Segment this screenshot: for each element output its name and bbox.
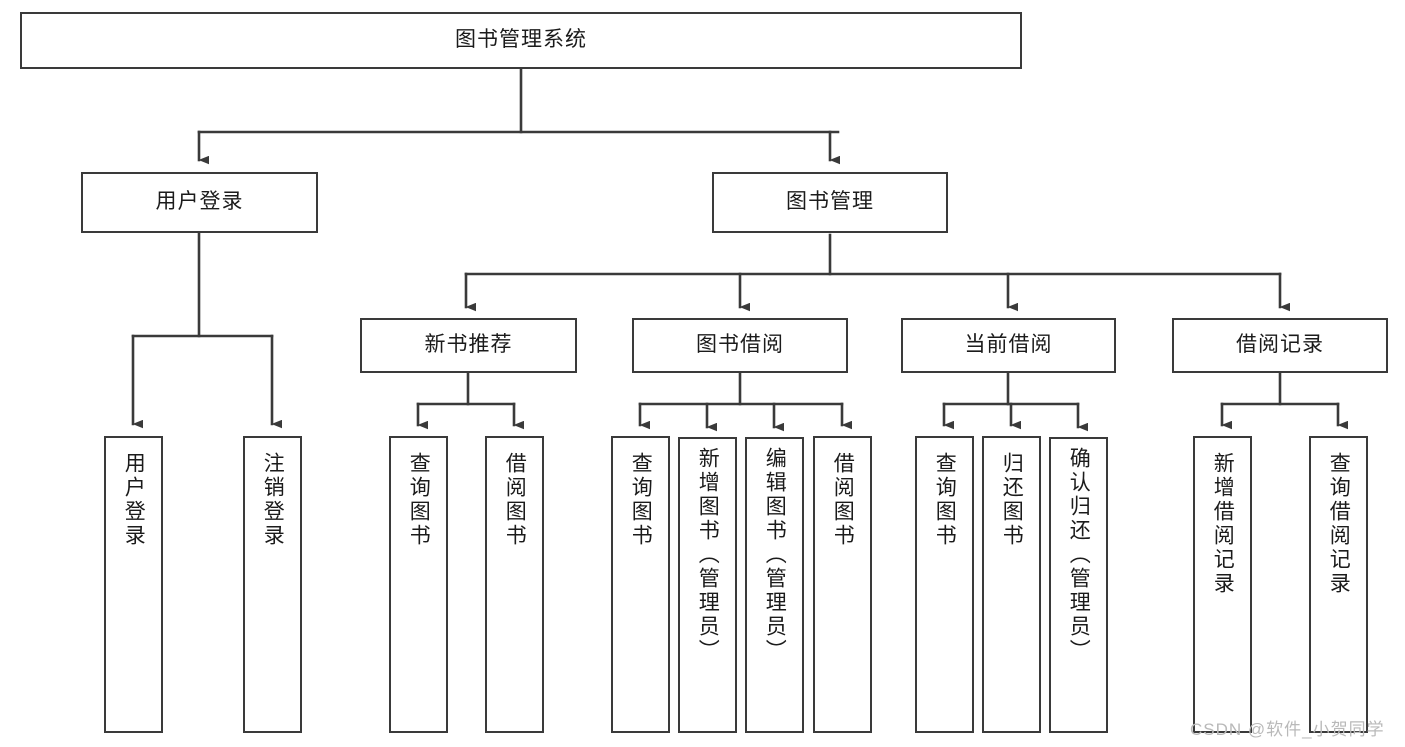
node-label: 用户登录	[155, 190, 244, 214]
leaf-user-login-signin[interactable]: 用户登录	[104, 436, 163, 733]
node-label: 查询图书	[933, 452, 957, 548]
node-label: 借阅图书	[503, 452, 527, 548]
node-current-borrow[interactable]: 当前借阅	[901, 318, 1116, 373]
node-label: 图书借阅	[696, 333, 784, 357]
node-root-system[interactable]: 图书管理系统	[20, 12, 1022, 69]
node-label: 用户登录	[122, 452, 146, 548]
node-label: 查询图书	[629, 452, 653, 548]
node-user-login[interactable]: 用户登录	[81, 172, 318, 233]
leaf-current-confirm-return-admin[interactable]: 确认归还（管理员）	[1049, 437, 1108, 733]
node-label: 确认归还（管理员）	[1067, 447, 1091, 663]
leaf-recommend-borrow-book[interactable]: 借阅图书	[485, 436, 544, 733]
node-label: 借阅图书	[831, 452, 855, 548]
leaf-borrow-query-book[interactable]: 查询图书	[611, 436, 670, 733]
leaf-record-add-record[interactable]: 新增借阅记录	[1193, 436, 1252, 733]
node-label: 归还图书	[1000, 452, 1024, 548]
node-label: 图书管理	[786, 190, 874, 214]
watermark-text: CSDN @软件_小贺同学	[1190, 720, 1385, 739]
node-new-book-recommend[interactable]: 新书推荐	[360, 318, 577, 373]
node-label: 图书管理系统	[455, 28, 587, 52]
leaf-current-return-book[interactable]: 归还图书	[982, 436, 1041, 733]
node-label: 新书推荐	[424, 333, 513, 357]
node-label: 注销登录	[261, 452, 285, 548]
node-book-management[interactable]: 图书管理	[712, 172, 948, 233]
leaf-borrow-borrow-book[interactable]: 借阅图书	[813, 436, 872, 733]
leaf-record-query-record[interactable]: 查询借阅记录	[1309, 436, 1368, 733]
node-label: 新增图书（管理员）	[696, 447, 720, 663]
node-label: 借阅记录	[1236, 333, 1324, 357]
node-book-borrow[interactable]: 图书借阅	[632, 318, 848, 373]
node-borrow-record[interactable]: 借阅记录	[1172, 318, 1388, 373]
node-label: 查询借阅记录	[1327, 452, 1351, 596]
leaf-borrow-edit-book-admin[interactable]: 编辑图书（管理员）	[745, 437, 804, 733]
leaf-user-login-signout[interactable]: 注销登录	[243, 436, 302, 733]
node-label: 查询图书	[407, 452, 431, 548]
leaf-current-query-book[interactable]: 查询图书	[915, 436, 974, 733]
node-label: 编辑图书（管理员）	[763, 447, 787, 663]
node-label: 新增借阅记录	[1211, 452, 1235, 596]
leaf-recommend-query-book[interactable]: 查询图书	[389, 436, 448, 733]
node-label: 当前借阅	[964, 333, 1053, 357]
leaf-borrow-add-book-admin[interactable]: 新增图书（管理员）	[678, 437, 737, 733]
